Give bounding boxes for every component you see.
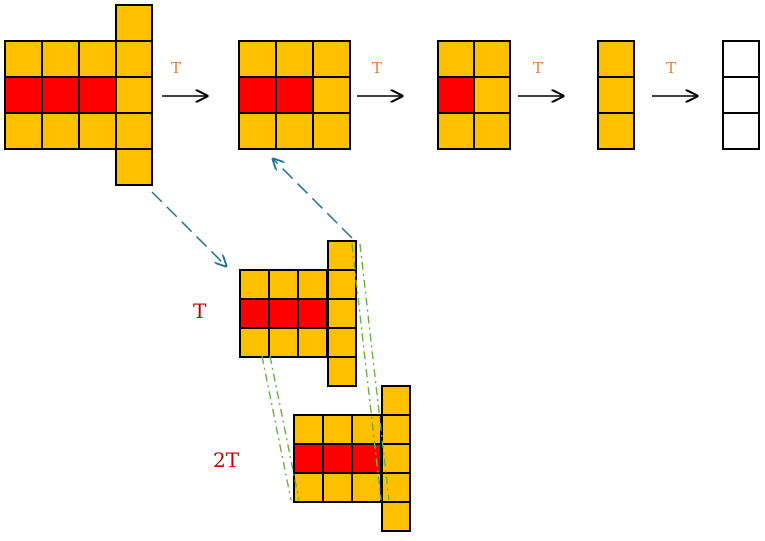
yellow-cell [275,112,314,150]
yellow-cell [238,40,277,78]
dashed-arrow-down [151,191,226,266]
time-label-T: T [193,299,207,323]
red-cell [322,443,353,474]
grid-detail-T [239,240,357,387]
red-cell [41,76,80,114]
yellow-cell [322,414,353,445]
dashdot-line-3 [351,243,382,501]
red-cell [293,443,324,474]
step-label-2: T [372,59,382,77]
yellow-cell [351,414,382,445]
dashdot-line-1 [261,355,292,501]
empty-cell [722,76,760,114]
yellow-cell [597,40,635,78]
red-cell [78,76,117,114]
yellow-cell [312,76,351,114]
grid-stage-4 [597,40,635,150]
column-cell [115,40,153,78]
yellow-cell [293,414,324,445]
empty-cell [722,40,760,78]
yellow-cell [268,269,299,300]
red-cell [239,298,270,329]
column-cell [327,298,357,329]
empty-cell [722,112,760,150]
column-cell [115,4,153,42]
column-cell [115,76,153,114]
red-cell [437,76,475,114]
yellow-cell [597,76,635,114]
yellow-cell [312,40,351,78]
yellow-cell [297,327,328,358]
column-cell [381,414,411,445]
red-cell [351,443,382,474]
yellow-cell [4,40,43,78]
yellow-cell [78,112,117,150]
red-cell [275,76,314,114]
red-cell [297,298,328,329]
column-cell [381,385,411,416]
yellow-cell [41,40,80,78]
column-cell [381,501,411,532]
yellow-cell [351,472,382,503]
column-cell [115,112,153,150]
grid-detail-2T [293,385,411,532]
yellow-cell [268,327,299,358]
yellow-cell [437,112,475,150]
yellow-cell [473,76,511,114]
yellow-cell [41,112,80,150]
time-label-2T: 2T [213,448,240,472]
column-cell [327,327,357,358]
yellow-cell [473,112,511,150]
red-cell [4,76,43,114]
yellow-cell [297,269,328,300]
grid-stage-1 [4,4,153,186]
yellow-cell [437,40,475,78]
step-label-1: T [171,59,181,77]
red-cell [238,76,277,114]
yellow-cell [238,112,277,150]
column-cell [327,269,357,300]
dashed-arrow-up [273,159,353,239]
yellow-cell [275,40,314,78]
grid-stage-2 [238,40,351,150]
grid-stage-5-empty [722,40,760,150]
step-label-3: T [533,59,543,77]
yellow-cell [597,112,635,150]
column-cell [115,148,153,186]
column-cell [327,356,357,387]
yellow-cell [312,112,351,150]
dashdot-line-4 [359,243,390,501]
dashdot-line-2 [269,355,300,501]
column-cell [381,443,411,474]
step-label-4: T [666,59,676,77]
red-cell [268,298,299,329]
yellow-cell [78,40,117,78]
yellow-cell [322,472,353,503]
yellow-cell [473,40,511,78]
yellow-cell [239,269,270,300]
yellow-cell [239,327,270,358]
grid-stage-3 [437,40,511,150]
yellow-cell [4,112,43,150]
